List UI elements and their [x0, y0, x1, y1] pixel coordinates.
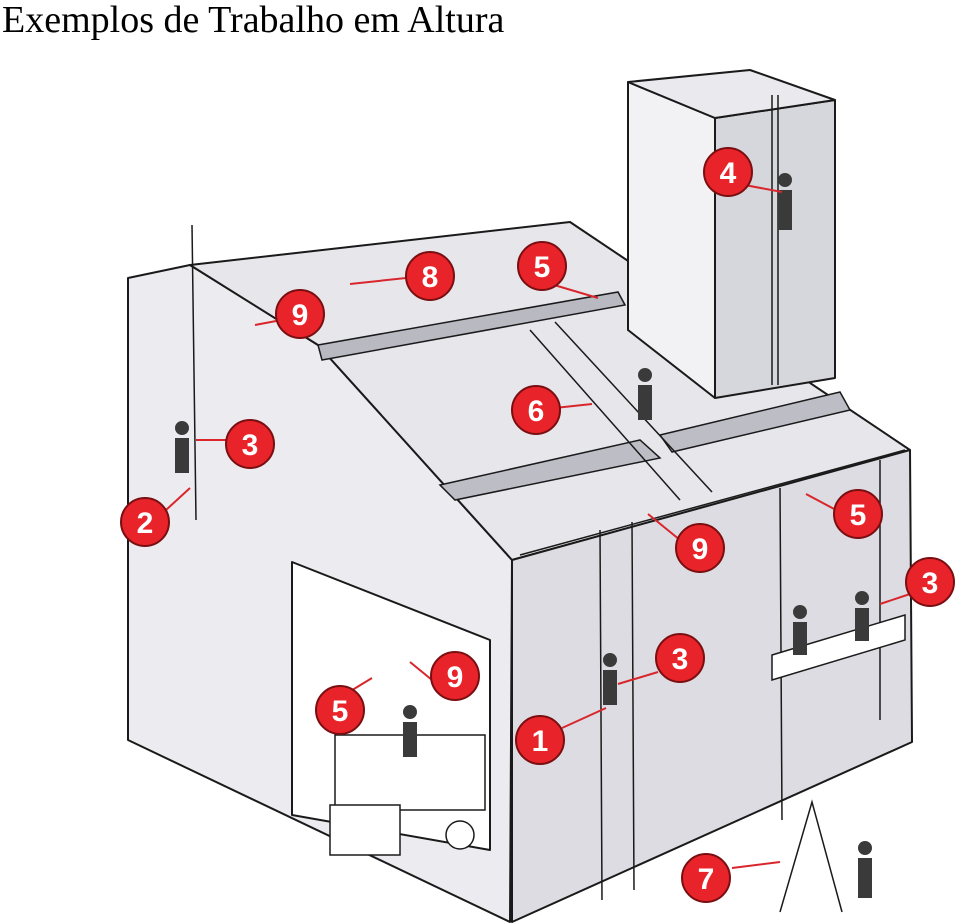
tower-front-face — [714, 99, 836, 399]
ridge-beam — [317, 291, 627, 361]
marker-8-label: 8 — [422, 261, 439, 294]
marker-3-left: 3 — [225, 419, 275, 469]
marker-3-right: 3 — [905, 557, 955, 607]
marker-3-right-label: 3 — [922, 567, 939, 600]
roof-details — [191, 95, 906, 913]
skylight-right — [658, 391, 852, 453]
marker-4-label: 4 — [720, 157, 737, 190]
worker-head — [175, 421, 189, 435]
workers — [175, 173, 872, 898]
davit-frame — [191, 224, 197, 521]
marker-7: 7 — [681, 853, 731, 903]
marker-3-center: 3 — [655, 633, 705, 683]
worker-body — [793, 622, 807, 655]
marker-7-label: 7 — [698, 863, 715, 896]
marker-6-label: 6 — [528, 395, 545, 428]
marker-3-center-label: 3 — [672, 643, 689, 676]
marker-9-truck-label: 9 — [447, 661, 464, 694]
roof-ladder-rail-b — [554, 321, 713, 493]
marker-9-roof-label: 9 — [292, 299, 309, 332]
marker-5-right: 5 — [833, 489, 883, 539]
page-title: Exemplos de Trabalho em Altura — [2, 0, 505, 41]
worker-head — [793, 605, 807, 619]
marker-5-truck: 5 — [315, 685, 365, 735]
marker-1: 1 — [515, 715, 565, 765]
marker-2-label: 2 — [137, 507, 154, 540]
marker-3-left-label: 3 — [242, 429, 259, 462]
worker-body — [175, 438, 189, 473]
tower-top — [627, 69, 836, 119]
marker-9-eave-label: 9 — [692, 533, 709, 566]
marker-9-roof: 9 — [275, 289, 325, 339]
eave-lifeline — [519, 449, 906, 556]
worker-head — [638, 368, 652, 382]
worker-head — [603, 653, 617, 667]
roof-ladder-rail-a — [529, 329, 681, 501]
marker-6: 6 — [511, 385, 561, 435]
worker-body — [858, 858, 872, 898]
marker-9-truck: 9 — [430, 651, 480, 701]
tripod — [779, 799, 843, 913]
marker-2: 2 — [120, 497, 170, 547]
marker-5-right-label: 5 — [850, 499, 867, 532]
worker-body — [603, 670, 617, 705]
worker-body — [778, 190, 792, 230]
truck-cab — [329, 804, 401, 856]
wall-line-2 — [631, 521, 635, 891]
worker-body — [855, 608, 869, 641]
marker-1-label: 1 — [532, 725, 549, 758]
building — [127, 69, 913, 923]
worker-head — [403, 705, 417, 719]
wall-line-1 — [599, 529, 603, 901]
worker-head — [858, 841, 872, 855]
truck-wheel — [445, 820, 475, 850]
worker-body — [403, 722, 417, 757]
marker-5-top-label: 5 — [534, 251, 551, 284]
worker-head — [855, 591, 869, 605]
marker-5-top: 5 — [517, 241, 567, 291]
skylight-left — [438, 439, 662, 501]
worker-head — [778, 173, 792, 187]
worker-body — [638, 385, 652, 420]
marker-8: 8 — [405, 251, 455, 301]
marker-9-eave: 9 — [675, 523, 725, 573]
marker-5-truck-label: 5 — [332, 695, 349, 728]
marker-4: 4 — [703, 147, 753, 197]
front-wall — [511, 449, 913, 923]
